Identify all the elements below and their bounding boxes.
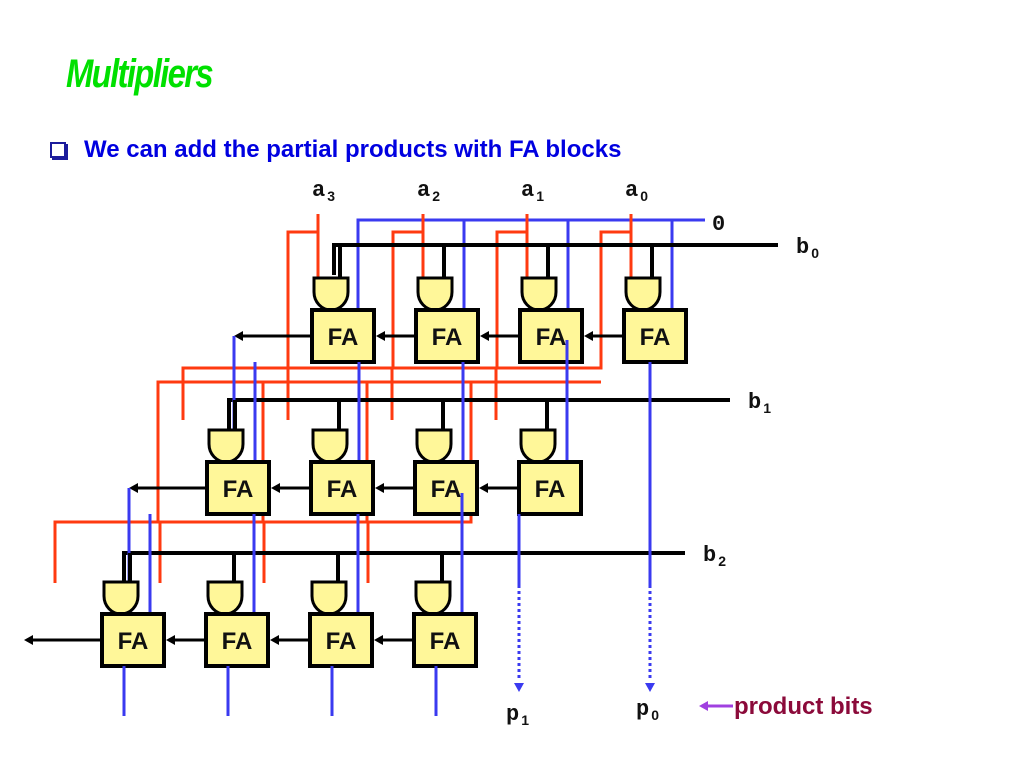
bullet-point: We can add the partial products with FA … <box>50 136 621 164</box>
fa-label: FA <box>118 628 149 655</box>
b-input-line <box>332 243 778 275</box>
p0-arrow-icon <box>645 683 655 692</box>
fa-label: FA <box>431 476 462 503</box>
and-gate <box>312 276 350 312</box>
carry-arrow-icon <box>24 635 33 645</box>
a-route-row1 <box>181 230 318 420</box>
and-gate <box>206 580 244 616</box>
fa-label: FA <box>430 628 461 655</box>
and-gate <box>311 428 349 464</box>
fa-label: FA <box>327 476 358 503</box>
fa-label: FA <box>536 324 567 351</box>
fa-label: FA <box>328 324 359 351</box>
and-gate <box>416 276 454 312</box>
fa-label: FA <box>432 324 463 351</box>
fa-label: FA <box>640 324 671 351</box>
zero-label: 0 <box>712 212 725 237</box>
product-bits-annotation: product bits <box>734 693 873 720</box>
a-route-row2 <box>366 380 601 583</box>
and-gate <box>207 428 245 464</box>
fa-label: FA <box>222 628 253 655</box>
carry-arrow-icon <box>480 331 489 341</box>
slide-title: Multipliers <box>66 52 214 96</box>
and-gate <box>415 428 453 464</box>
fa-block <box>414 308 480 364</box>
carry-arrow-icon <box>376 331 385 341</box>
fa-block <box>100 612 166 668</box>
annotation-arrow-icon <box>699 701 708 711</box>
fa-label: FA <box>326 628 357 655</box>
carry-arrow-icon <box>479 483 488 493</box>
and-gate <box>414 580 452 616</box>
checkbox-bullet-icon <box>50 142 66 158</box>
fa-block <box>518 308 584 364</box>
fa-label: FA <box>223 476 254 503</box>
fa-label: FA <box>535 476 566 503</box>
bullet-text: We can add the partial products with FA … <box>84 136 622 163</box>
carry-arrow-icon <box>129 483 138 493</box>
carry-arrow-icon <box>584 331 593 341</box>
and-gate <box>310 580 348 616</box>
b-input-line <box>122 551 685 583</box>
and-gate <box>520 276 558 312</box>
carry-arrow-icon <box>374 635 383 645</box>
carry-arrow-icon <box>270 635 279 645</box>
a-route-row1 <box>494 230 631 420</box>
p1-arrow-icon <box>514 683 524 692</box>
b-input-line <box>227 398 730 430</box>
fa-block <box>517 460 583 516</box>
fa-block <box>310 308 376 364</box>
and-gate <box>624 276 662 312</box>
carry-arrow-icon <box>234 331 243 341</box>
a-route-row2 <box>53 380 288 583</box>
fa-block <box>622 308 688 364</box>
carry-arrow-icon <box>375 483 384 493</box>
zero-input-bus <box>356 218 705 320</box>
and-gate <box>102 580 140 616</box>
carry-arrow-icon <box>166 635 175 645</box>
and-gate <box>519 428 557 464</box>
carry-arrow-icon <box>271 483 280 493</box>
